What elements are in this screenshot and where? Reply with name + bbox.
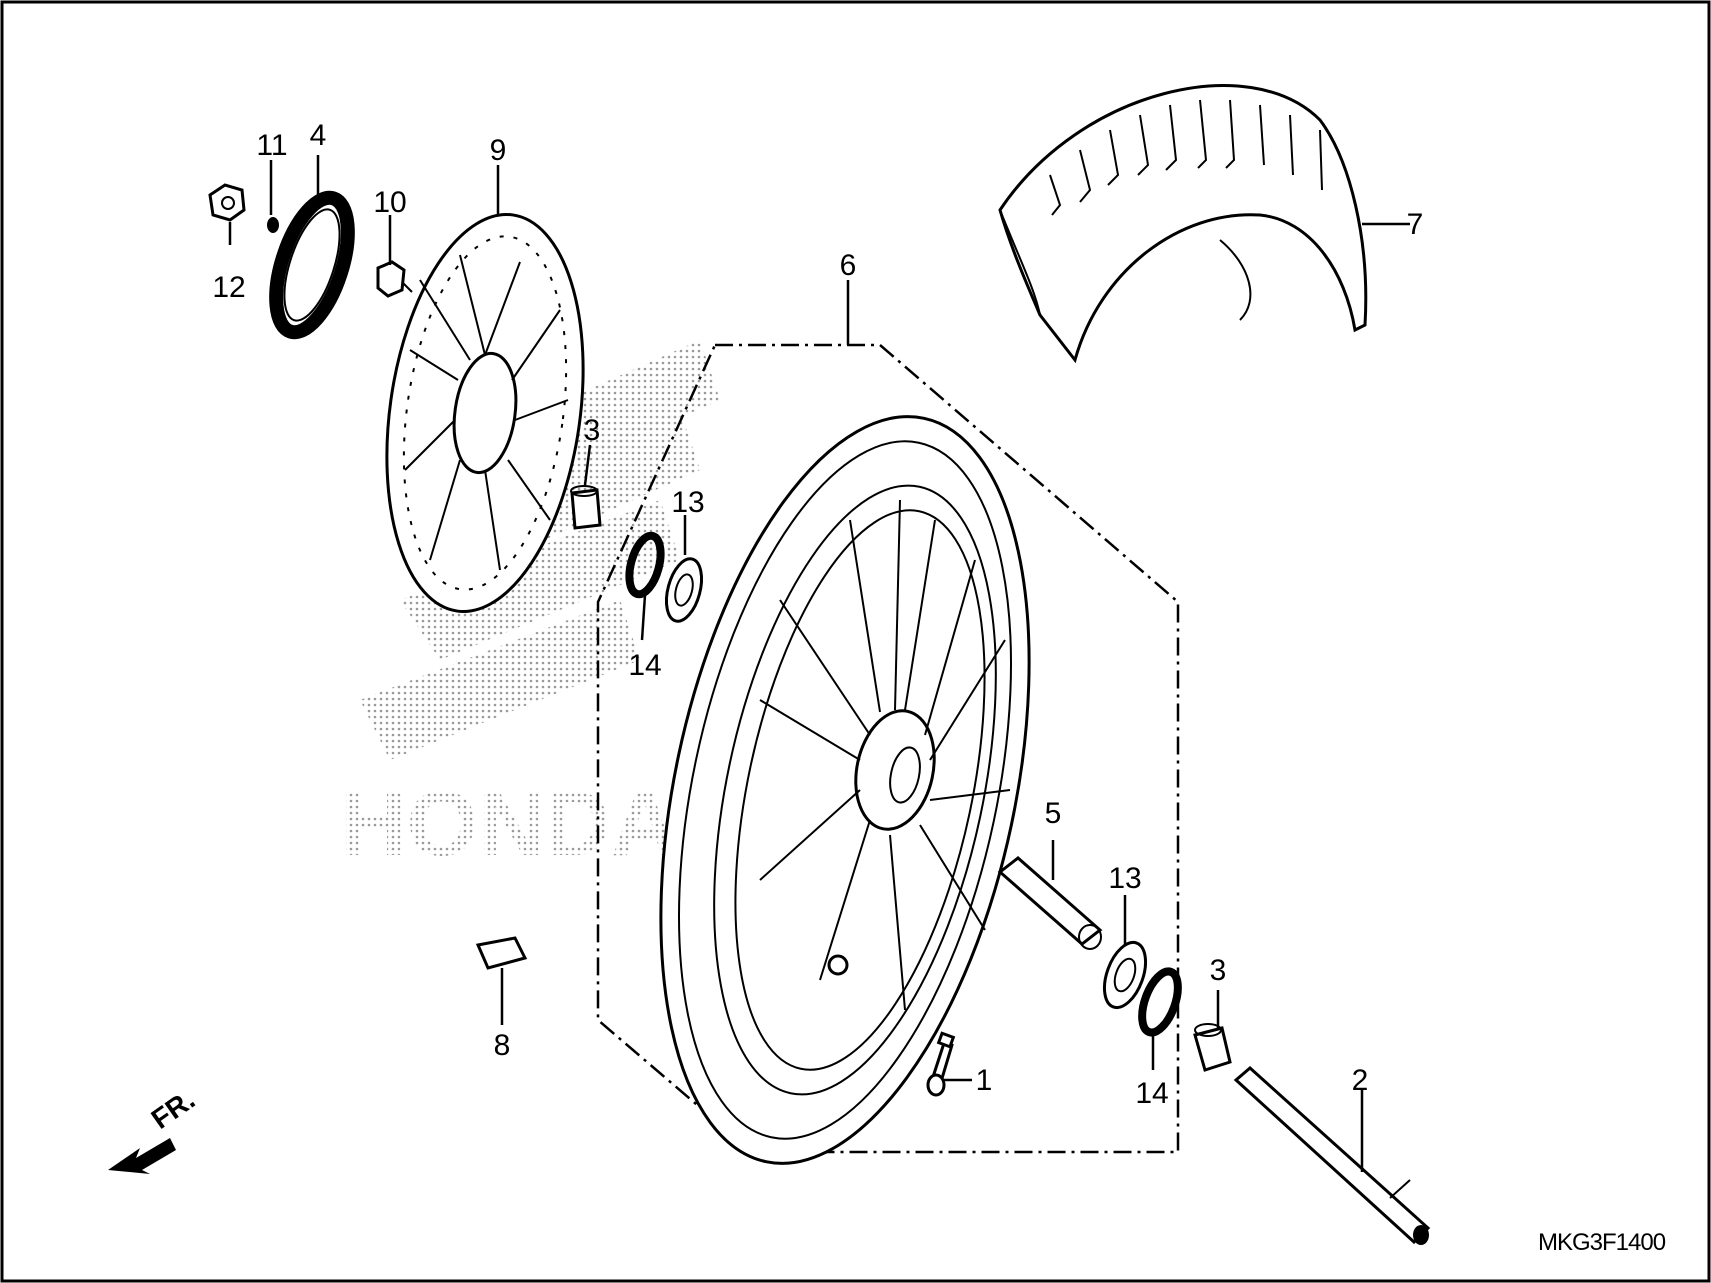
callout-9: 9 (490, 134, 507, 167)
part-1-valve (926, 1031, 956, 1097)
front-direction-indicator: FR. (108, 1084, 200, 1174)
watermark-text: HONDA (340, 773, 677, 875)
direction-label: FR. (146, 1084, 201, 1135)
part-13-bearing-left (664, 557, 704, 623)
callout-5: 5 (1045, 797, 1062, 830)
callout-12: 12 (212, 271, 245, 304)
callout-3-left: 3 (584, 414, 601, 447)
part-13-bearing-right (1102, 940, 1148, 1010)
callout-8: 8 (494, 1029, 511, 1062)
part-7-tire (998, 84, 1368, 364)
part-8-balance-weight (475, 936, 528, 970)
part-6-wheel-rim (659, 415, 1031, 1165)
callout-10: 10 (373, 186, 406, 219)
callout-13-right: 13 (1108, 862, 1141, 895)
callout-14-left: 14 (628, 649, 661, 682)
part-3-collar-right (1193, 1023, 1232, 1072)
part-4-pulser-ring (269, 190, 355, 340)
wheel-assembly-outline (596, 343, 1180, 1154)
callout-13-left: 13 (671, 486, 704, 519)
callout-4: 4 (310, 119, 327, 152)
callout-14-right: 14 (1135, 1077, 1168, 1110)
part-11-screw (267, 217, 279, 233)
diagram-code: MKG3F1400 (1538, 1229, 1666, 1256)
arrow-left-icon (108, 1138, 176, 1174)
callout-6: 6 (840, 249, 857, 282)
part-10-bolt (376, 260, 413, 298)
callout-1: 1 (976, 1064, 993, 1097)
callout-2: 2 (1352, 1064, 1369, 1097)
leader-lines (228, 155, 1410, 1172)
part-2-axle (1233, 1066, 1431, 1245)
part-14-dust-seal-right (1138, 967, 1182, 1037)
callout-11: 11 (256, 129, 287, 162)
part-3-collar-left (570, 485, 602, 530)
part-12-bolt (208, 183, 246, 222)
callout-3-right: 3 (1210, 954, 1227, 987)
part-9-brake-disc (385, 213, 585, 613)
part-14-dust-seal-left (625, 531, 665, 599)
part-5-distance-collar (997, 856, 1103, 950)
callout-7: 7 (1407, 208, 1424, 241)
